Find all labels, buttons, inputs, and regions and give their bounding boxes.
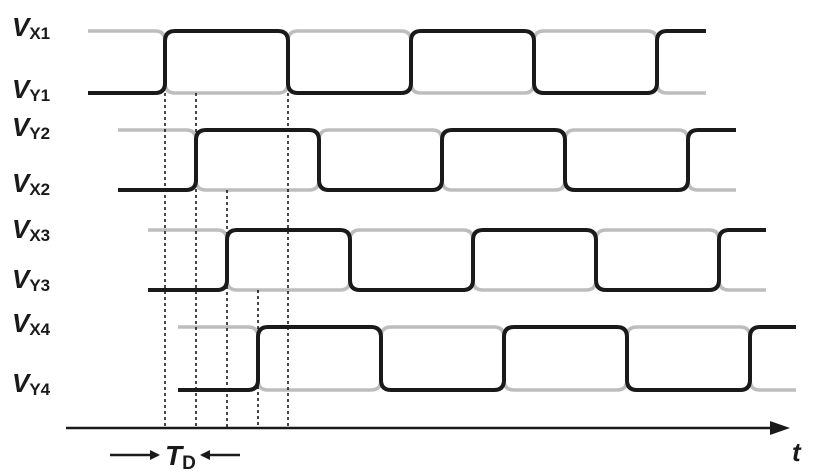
label-vx4: VX4	[12, 308, 51, 339]
label-vy3: VY3	[12, 264, 50, 295]
waveform-complement-2	[118, 128, 736, 192]
waveform-main-1	[88, 29, 706, 95]
waveform-complement-3	[148, 228, 766, 292]
label-vy4: VY4	[12, 368, 51, 399]
label-vy2: VY2	[12, 112, 50, 143]
signal-labels: VX1 VY1 VY2 VX2 VX3 VY3 VX4 VY4	[12, 12, 51, 399]
waveform-main-4	[178, 325, 796, 392]
delay-label: TD	[165, 440, 196, 472]
waveform-main-3	[148, 228, 766, 292]
waveform-complement-1	[88, 29, 706, 95]
label-vx2: VX2	[12, 168, 50, 199]
label-vy1: VY1	[12, 74, 50, 105]
waveform-main-2	[118, 128, 736, 192]
label-vx1: VX1	[12, 12, 50, 43]
time-axis-label: t	[792, 437, 802, 467]
time-axis-arrowhead	[770, 421, 790, 435]
label-vx3: VX3	[12, 214, 50, 245]
delay-annotation: TD	[110, 440, 240, 472]
waveform-complement-4	[178, 325, 796, 392]
delay-guide-lines	[164, 93, 289, 428]
waveforms	[88, 29, 796, 392]
